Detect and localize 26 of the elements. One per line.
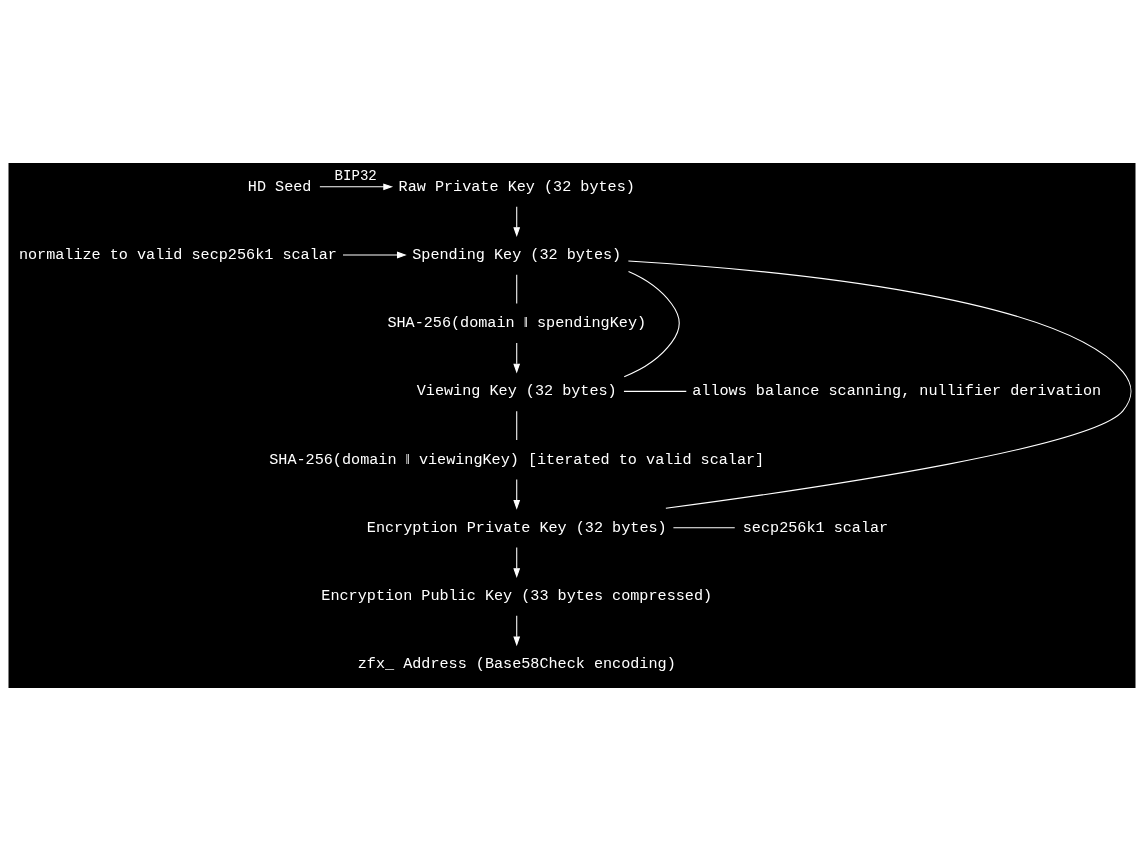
node-text: allows balance scanning, nullifier derivation: [692, 381, 1102, 400]
node-text: secp256k1 scalar: [742, 518, 889, 537]
node-text: Viewing Key (32 bytes): [416, 381, 617, 400]
connector: [516, 410, 518, 440]
connector: [672, 526, 736, 528]
connector: [627, 259, 1132, 509]
edge-label: BIP32: [334, 167, 377, 184]
node-text: Encryption Public Key (33 bytes compressed): [321, 586, 713, 605]
arrow: [513, 478, 521, 510]
node-text: Encryption Private Key (32 bytes): [366, 518, 667, 537]
arrow: [513, 342, 521, 373]
connector: [516, 273, 518, 304]
node-text: Spending Key (32 bytes): [412, 245, 622, 264]
arrow: [513, 614, 521, 646]
arrow: [319, 182, 394, 190]
node-text: HD Seed: [247, 177, 312, 196]
node-text: normalize to valid secp256k1 scalar: [18, 245, 337, 264]
node-text: Raw Private Key (32 bytes): [398, 177, 635, 196]
arrow: [513, 546, 521, 578]
arrow: [513, 205, 521, 237]
node-text: SHA-256(domain ‖ spendingKey): [387, 313, 647, 332]
connector: [623, 270, 680, 377]
node-text: zfx_ Address (Base58Check encoding): [357, 654, 676, 673]
arrow: [342, 251, 407, 258]
node-text: SHA-256(domain ‖ viewingKey) [iterated to valid scalar]: [269, 450, 765, 469]
connector: [623, 390, 687, 392]
